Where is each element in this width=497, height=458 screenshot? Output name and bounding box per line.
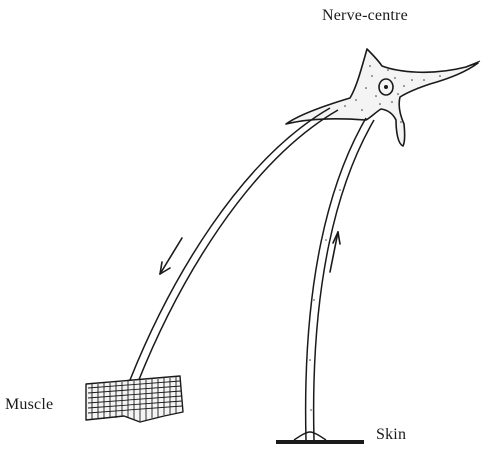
cell-nucleolus [384,85,388,89]
nerve-cell [286,49,480,146]
muscle-block [86,376,183,422]
nerve-cell-body [286,49,478,146]
motor-direction-arrow [160,238,182,274]
label-muscle: Muscle [5,396,53,414]
skin-surface [276,432,364,444]
sensory-nerve-fibre [306,118,374,440]
label-nerve-centre: Nerve-centre [322,7,408,25]
label-skin: Skin [376,426,406,444]
motor-nerve-fibre [130,108,338,382]
sensory-direction-arrow [330,232,340,272]
